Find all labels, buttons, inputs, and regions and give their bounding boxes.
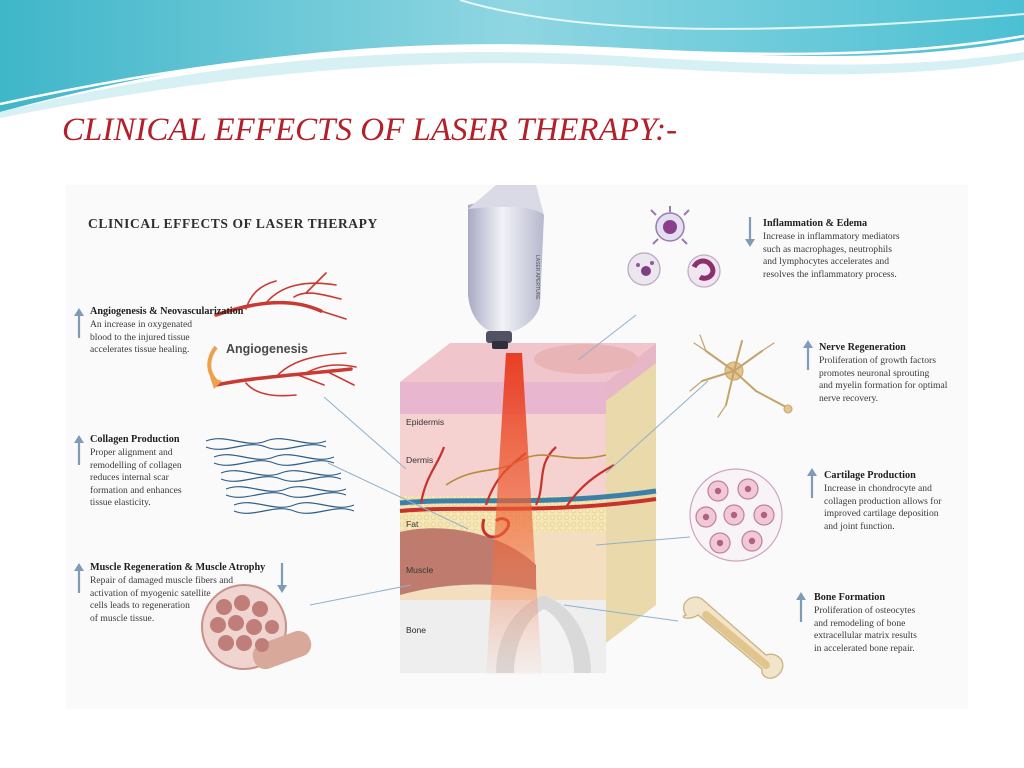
panel-line: and lymphocytes accelerates and [763,256,889,268]
layer-label-dermis: Dermis [406,455,434,465]
panel-line: Increase in inflammatory mediators [763,231,900,243]
panel-line: resolves the inflammatory process. [763,268,897,280]
panel-cartilage-title: Cartilage Production [824,470,916,481]
laser-therapy-diagram: LASER APERTURE [66,185,968,709]
layer-label-muscle: Muscle [406,565,434,575]
decrease-arrow-icon [277,563,287,593]
layer-label-bone: Bone [406,625,427,635]
increase-arrow-icon [74,308,84,338]
angiogenesis-vessels-icon [214,272,357,397]
laser-beam [486,353,542,675]
muscle-fiber-icon [201,584,312,670]
immune-cells-icon [627,206,721,288]
panel-line: Proliferation of osteocytes [814,605,916,617]
panel-muscle-title: Muscle Regeneration & Muscle Atrophy [90,562,266,573]
panel-line: nerve recovery. [819,392,879,404]
panel-line: and myelin formation for optimal [819,380,948,392]
neuron-icon [689,334,793,418]
panel-line: and joint function. [824,520,895,532]
increase-arrow-icon [74,563,84,593]
increase-arrow-icon [803,340,813,370]
device-label: LASER APERTURE [534,255,540,300]
panel-inflammation-title: Inflammation & Edema [763,218,868,229]
figure-title: CLINICAL EFFECTS OF LASER THERAPY [88,216,378,231]
pointer-lines [309,314,709,622]
panel-line: such as macrophages, neutrophils [763,243,892,255]
panel-line: cells leads to regeneration [90,600,190,612]
panel-line: Repair of damaged muscle fibers and [90,575,234,587]
panel-line: reduces internal scar [90,472,169,484]
panel-line: Proliferation of growth factors [819,355,936,367]
panel-line: blood to the injured tissue [90,331,190,343]
panel-line: activation of myogenic satellite [90,587,211,599]
panel-line: formation and enhances [90,484,182,496]
angiogenesis-label: Angiogenesis [226,342,308,356]
panel-bone-title: Bone Formation [814,592,886,603]
panel-angiogenesis: Angiogenesis & Neovascularization An inc… [90,306,260,357]
increase-arrow-icon [796,592,806,622]
panel-collagen-title: Collagen Production [90,434,180,445]
panel-line: Increase in chondrocyte and [824,483,932,495]
panel-line: remodelling of collagen [90,459,182,471]
slide-title: CLINICAL EFFECTS OF LASER THERAPY:- [62,112,678,148]
panel-bone: Bone Formation Proliferation of osteocyt… [814,592,959,655]
decrease-arrow-icon [745,217,755,247]
laser-device [468,185,544,349]
increase-arrow-icon [807,468,817,498]
layer-label-fat: Fat [406,519,419,529]
layer-label-epidermis: Epidermis [406,417,445,427]
diagram-illustration: LASER APERTURE [201,185,793,679]
panel-line: tissue elasticity. [90,497,151,509]
panel-muscle: Muscle Regeneration & Muscle Atrophy Rep… [90,562,280,625]
panel-line: collagen production allows for [824,495,942,507]
panel-nerve-title: Nerve Regeneration [819,342,906,353]
collagen-fibers-icon [205,438,355,514]
panel-line: accelerates tissue healing. [90,344,190,356]
panel-line: extracellular matrix results [814,630,917,642]
panel-collagen: Collagen Production Proper alignment and… [90,434,210,509]
panel-line: of muscle tissue. [90,612,155,624]
panel-line: Proper alignment and [90,447,173,459]
panel-line: in accelerated bone repair. [814,642,915,654]
header-wave-decoration [0,0,1024,118]
panel-nerve: Nerve Regeneration Proliferation of grow… [819,342,967,405]
bone-icon [682,596,784,679]
chondrocytes-icon [689,468,783,562]
panel-line: promotes neuronal sprouting [819,367,930,379]
increase-arrow-icon [74,435,84,465]
panel-line: improved cartilage deposition [824,508,939,520]
panel-angiogenesis-title: Angiogenesis & Neovascularization [90,306,244,317]
panel-line: and remodeling of bone [814,617,906,629]
panel-cartilage: Cartilage Production Increase in chondro… [824,470,964,533]
panel-line: An increase in oxygenated [90,319,193,331]
panel-inflammation: Inflammation & Edema Increase in inflamm… [763,218,958,281]
